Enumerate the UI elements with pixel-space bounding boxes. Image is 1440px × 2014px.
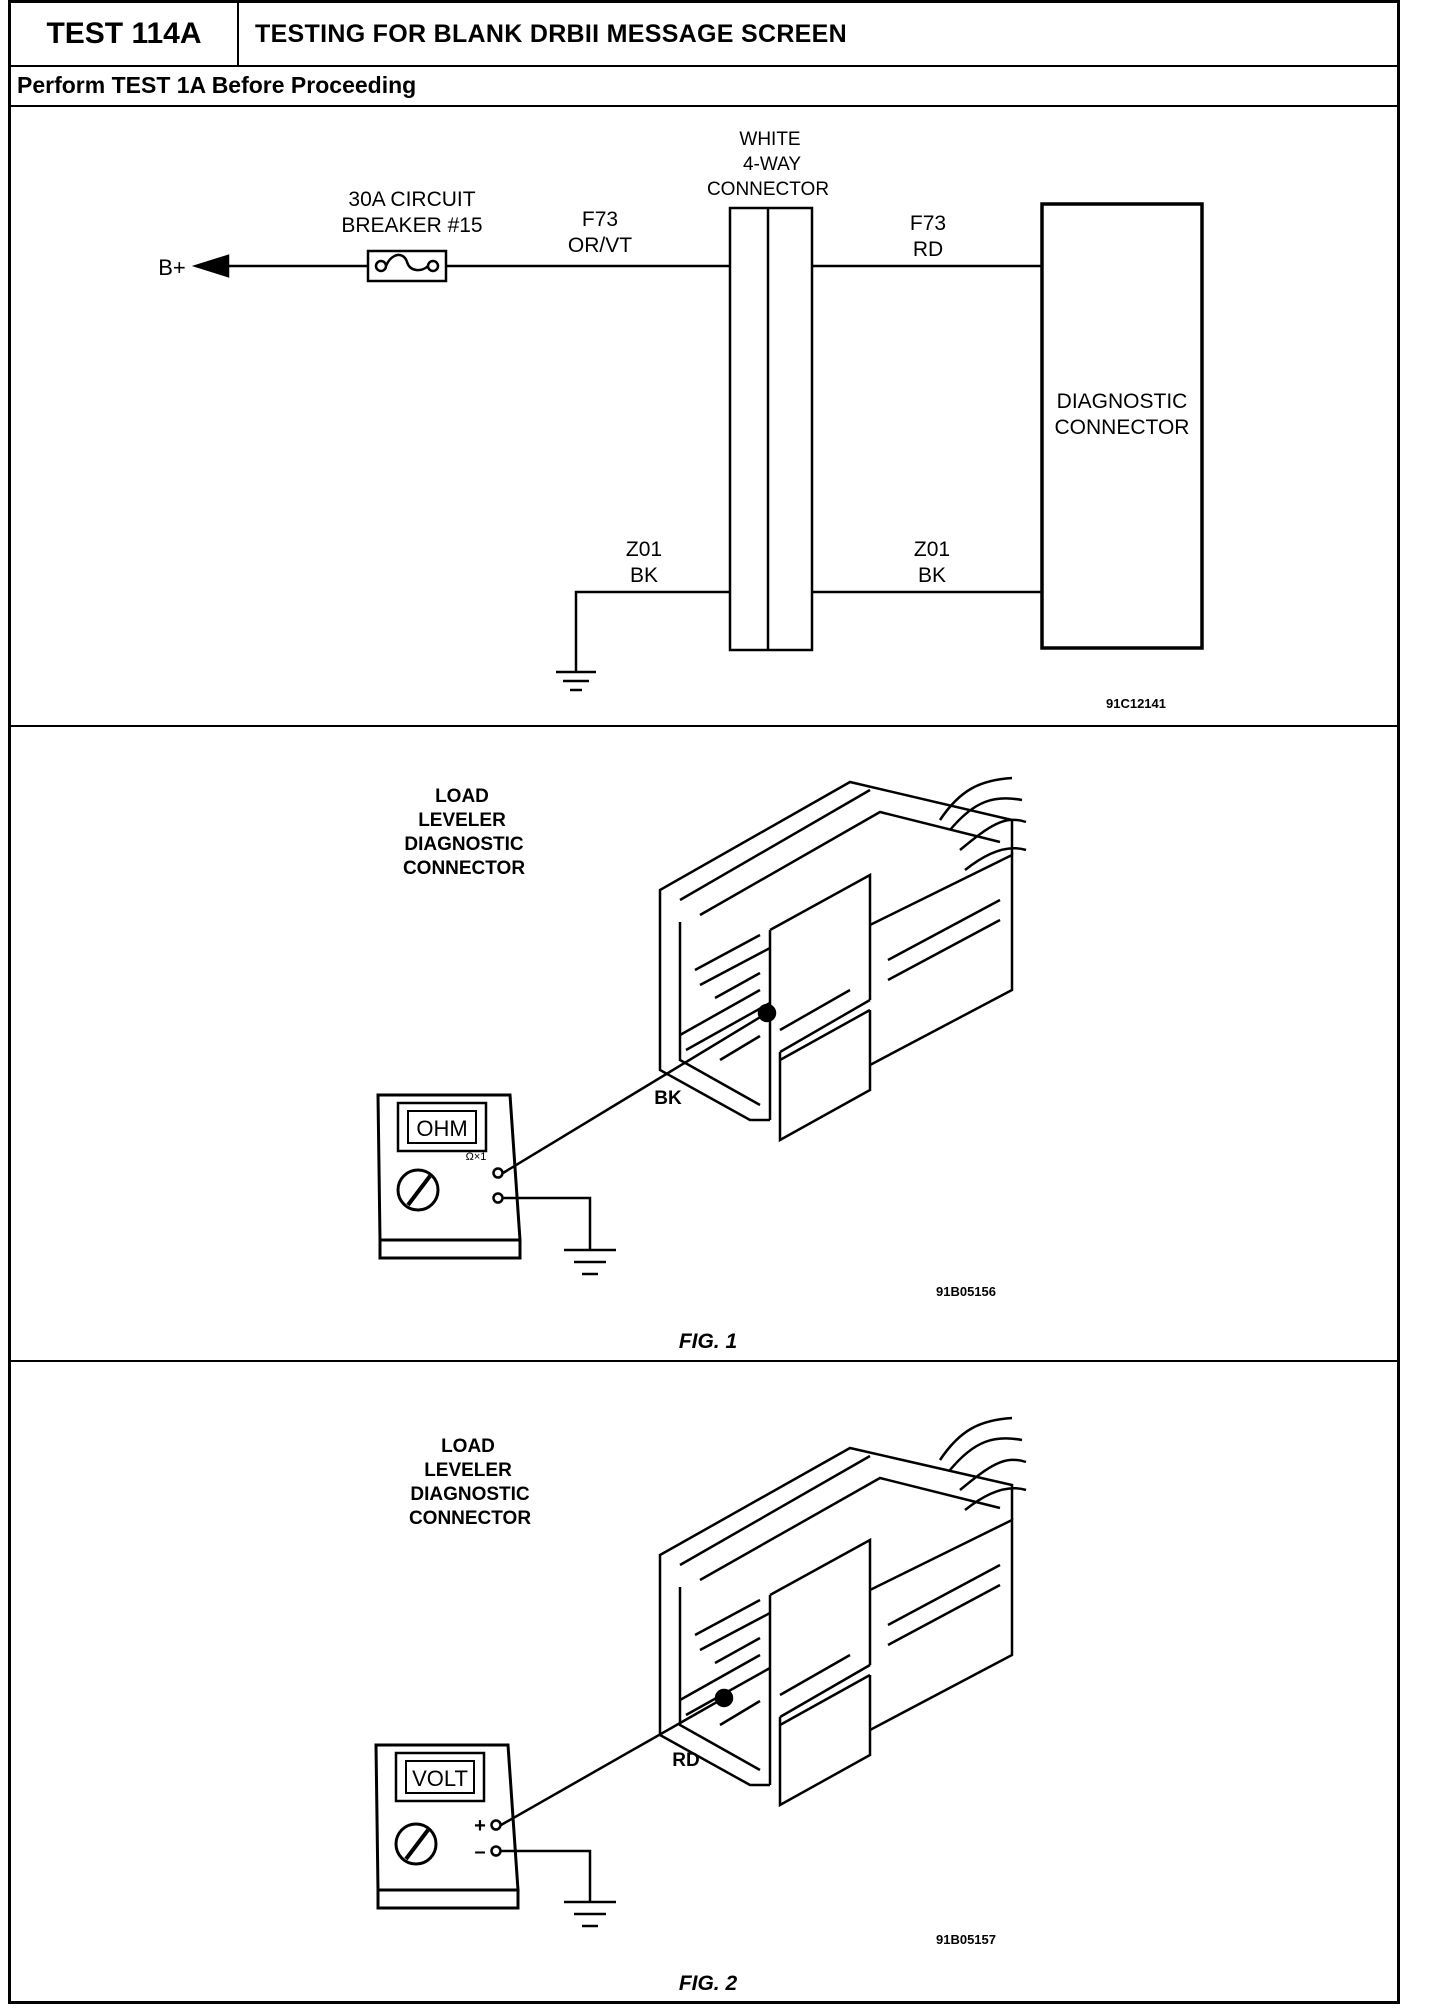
diagnostic-connector-box bbox=[1040, 202, 1204, 650]
section-divider-1 bbox=[11, 725, 1397, 727]
connector-label-line2: 4-WAY bbox=[743, 154, 801, 175]
prerequisite-note: Perform TEST 1A Before Proceeding bbox=[11, 65, 1397, 107]
ohmmeter-icon bbox=[376, 1093, 522, 1260]
test-title: TESTING FOR BLANK DRBII MESSAGE SCREEN bbox=[255, 19, 847, 48]
schematic-figure-id: 91C12141 bbox=[1106, 696, 1166, 711]
wire-left-top-color: OR/VT bbox=[568, 234, 632, 257]
wire-right-top-color: RD bbox=[913, 238, 943, 261]
fig1-wire-label: BK bbox=[654, 1088, 682, 1109]
diagnostic-connector-label-line1: DIAGNOSTIC bbox=[1057, 390, 1188, 413]
fig2-label-line3: DIAGNOSTIC bbox=[410, 1484, 530, 1505]
wire-right-bottom-color: BK bbox=[918, 564, 946, 587]
ground-symbol-icon bbox=[564, 1248, 616, 1276]
connector-body-icon bbox=[658, 776, 1027, 1143]
test-number: TEST 114A bbox=[11, 3, 239, 65]
ohmmeter-range: Ω×1 bbox=[466, 1151, 487, 1163]
breaker-label-line2: BREAKER #15 bbox=[341, 214, 482, 237]
fig1-drawing bbox=[376, 776, 1027, 1276]
wire-right-top-code: F73 bbox=[910, 212, 946, 235]
voltmeter-display: VOLT bbox=[412, 1766, 468, 1791]
ground-symbol-icon bbox=[564, 1900, 616, 1928]
fig2-figure-id: 91B05157 bbox=[936, 1932, 996, 1947]
circuit-breaker-element bbox=[374, 253, 440, 273]
connector-label-line1: WHITE bbox=[739, 129, 800, 150]
fig1-label-line3: DIAGNOSTIC bbox=[404, 834, 524, 855]
fig1-label-line2: LEVELER bbox=[418, 810, 506, 831]
wire-left-top-code: F73 bbox=[582, 208, 618, 231]
fig2-drawing bbox=[374, 1416, 1027, 1928]
white-4-way-connector bbox=[728, 206, 814, 652]
fig1-caption: FIG. 1 bbox=[679, 1330, 737, 1353]
wire-left-bottom-color: BK bbox=[630, 564, 658, 587]
wire-right-bottom-code: Z01 bbox=[914, 538, 950, 561]
voltmeter-minus-sign: – bbox=[474, 1841, 485, 1863]
test-sheet: TEST 114A TESTING FOR BLANK DRBII MESSAG… bbox=[8, 0, 1400, 2004]
fig2-label-line2: LEVELER bbox=[424, 1460, 512, 1481]
battery-label: B+ bbox=[158, 255, 186, 280]
fig1-label-line4: CONNECTOR bbox=[403, 858, 525, 879]
fig2-caption: FIG. 2 bbox=[679, 1972, 738, 1995]
breaker-label-line1: 30A CIRCUIT bbox=[348, 188, 475, 211]
ground-lead-fig1 bbox=[503, 1196, 592, 1250]
ground-symbol-icon bbox=[556, 670, 596, 692]
ohmmeter-display: OHM bbox=[416, 1116, 467, 1141]
fig1-label-line1: LOAD bbox=[435, 786, 489, 807]
diagnostic-connector-label-line2: CONNECTOR bbox=[1055, 416, 1190, 439]
header-row: TEST 114A TESTING FOR BLANK DRBII MESSAG… bbox=[11, 3, 1397, 67]
connector-label-line3: CONNECTOR bbox=[707, 179, 829, 200]
battery-arrow-icon bbox=[191, 254, 230, 278]
fig2-wire-label: RD bbox=[672, 1750, 699, 1771]
section-divider-2 bbox=[11, 1360, 1397, 1362]
wire-left-bottom-code: Z01 bbox=[626, 538, 662, 561]
fig1-figure-id: 91B05156 bbox=[936, 1284, 996, 1299]
schematic bbox=[191, 202, 1204, 692]
probe-lead-bk bbox=[502, 1011, 768, 1175]
voltmeter-plus-sign: + bbox=[474, 1815, 486, 1837]
probe-lead-rd bbox=[500, 1696, 725, 1827]
voltmeter-icon bbox=[374, 1743, 520, 1910]
fig2-label-line4: CONNECTOR bbox=[409, 1508, 531, 1529]
connector-body-icon bbox=[658, 1416, 1027, 1808]
ground-lead-fig2 bbox=[501, 1849, 592, 1902]
wire-z01-left bbox=[574, 590, 730, 672]
fig2-label-line1: LOAD bbox=[441, 1436, 495, 1457]
